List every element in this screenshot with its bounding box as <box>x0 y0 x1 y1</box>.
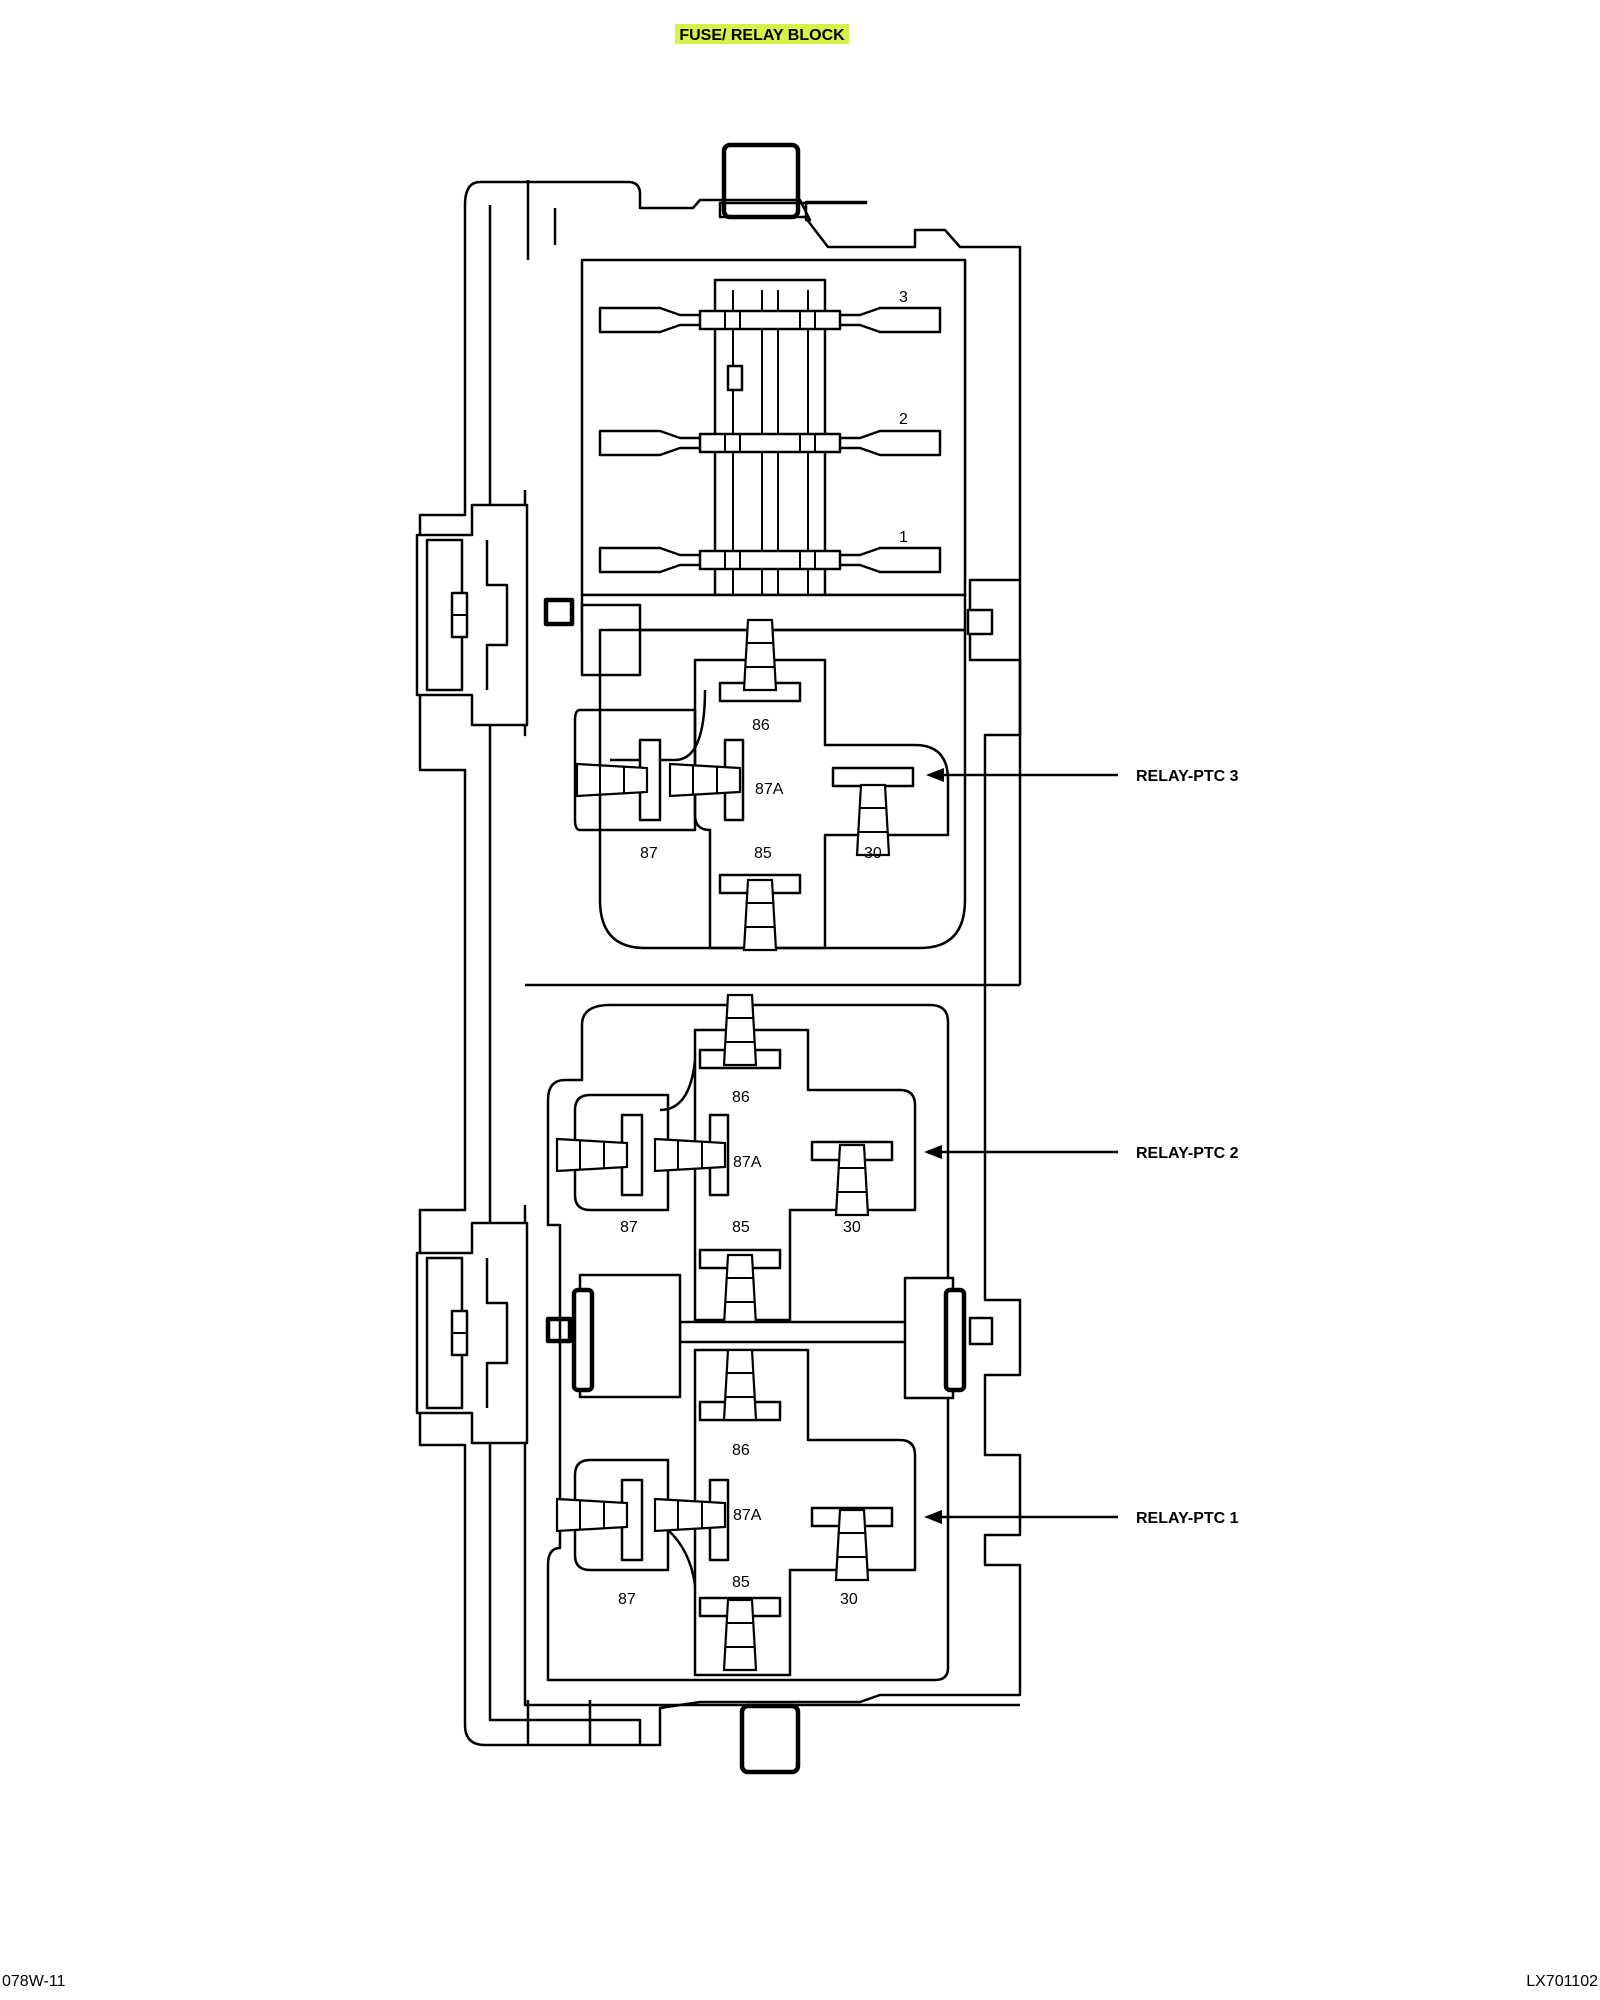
relay-ptc-1-terminal-87a <box>653 1497 727 1533</box>
relay-ptc-2-terminal-85 <box>722 1253 758 1327</box>
relay-ptc-1-body <box>693 1348 917 1677</box>
relay-ptc-1-terminal-85 <box>722 1598 758 1672</box>
relay-ptc-2-terminal-86 <box>722 993 758 1067</box>
callout-relay-ptc-3-label: RELAY-PTC 3 <box>1136 768 1239 785</box>
upper-right-post <box>966 608 994 636</box>
relay-ptc-3-terminal-86 <box>742 618 778 692</box>
relay-ptc-2-label-30: 30 <box>843 1219 861 1236</box>
relay-ptc-1-label-87a: 87A <box>733 1507 762 1524</box>
relay-ptc-2-socket <box>573 1093 670 1212</box>
callout-relay-ptc-3: RELAY-PTC 3 <box>926 768 1239 785</box>
relay-ptc-1-label-30: 30 <box>840 1591 858 1608</box>
relay-ptc-1-curve <box>667 1529 697 1586</box>
relay-ptc-3: 86 87A 87 85 30 <box>573 618 967 952</box>
relay-ptc-3-label-85: 85 <box>754 845 772 862</box>
relay-ptc-1-label-86: 86 <box>732 1442 750 1459</box>
callout-relay-ptc-1-label: RELAY-PTC 1 <box>1136 1510 1239 1527</box>
middle-right-post <box>968 1316 994 1346</box>
fuse-1 <box>598 546 942 574</box>
relay-ptc-3-label-87a: 87A <box>755 781 784 798</box>
callout-relay-ptc-2: RELAY-PTC 2 <box>924 1145 1239 1162</box>
relay-ptc-2-terminal-87 <box>555 1137 629 1173</box>
fuse-panel-left-block <box>580 603 642 677</box>
fuse-bus-marker <box>726 364 744 392</box>
relay-ptc-3-label-30: 30 <box>864 845 882 862</box>
callout-relay-ptc-1: RELAY-PTC 1 <box>924 1510 1239 1527</box>
bottom-tab <box>739 1703 801 1775</box>
relay-ptc-2-terminal-30 <box>834 1143 870 1217</box>
relay-ptc-2-label-85: 85 <box>732 1219 750 1236</box>
relay-ptc-3-terminal-87a <box>668 762 742 798</box>
relay-ptc-1-terminal-30 <box>834 1508 870 1582</box>
fuse-2-label: 2 <box>899 411 908 428</box>
relay-ptc-3-housing <box>598 628 967 950</box>
fuse-1-label: 1 <box>899 529 908 546</box>
relay-ptc-1-terminal-86 <box>722 1348 758 1422</box>
relay-ptc-3-label-86: 86 <box>752 717 770 734</box>
relay-ptc-3-socket <box>573 708 697 832</box>
relay-ptc-2-terminal-87a <box>653 1137 727 1173</box>
relay-ptc-3-curve <box>610 689 707 762</box>
upper-left-post <box>543 597 575 627</box>
center-right-bracket <box>943 1287 967 1393</box>
footer-right-code: LX701102 <box>1526 1973 1598 1990</box>
relay-ptc-2-curve <box>659 1059 697 1112</box>
relay-ptc-3-terminal-87 <box>575 762 649 798</box>
top-tab <box>721 142 801 220</box>
relay-ptc-3-terminal-85 <box>742 878 778 952</box>
relay-ptc-1-label-87: 87 <box>618 1591 636 1608</box>
housing-outer <box>418 180 1022 1747</box>
relay-ptc-2-body <box>693 1028 917 1322</box>
lower-side-clip <box>415 1221 529 1445</box>
lower-relay-housing <box>546 1003 950 1682</box>
relay-ptc-2-label-87a: 87A <box>733 1154 762 1171</box>
relay-ptc-1-terminal-87 <box>555 1497 629 1533</box>
page-title: FUSE/ RELAY BLOCK <box>679 27 845 44</box>
center-left-block <box>578 1273 682 1399</box>
fuse-2 <box>598 429 942 457</box>
upper-side-clip <box>415 503 529 727</box>
fuse-3 <box>598 306 942 334</box>
callout-relay-ptc-2-label: RELAY-PTC 2 <box>1136 1145 1239 1162</box>
title-highlight <box>675 24 849 44</box>
relay-ptc-3-contact-30 <box>831 766 915 788</box>
fuse-3-label: 3 <box>899 289 908 306</box>
relay-ptc-1-socket <box>573 1458 670 1572</box>
relay-ptc-2-label-86: 86 <box>732 1089 750 1106</box>
housing-inner-left <box>488 180 642 1745</box>
relay-ptc-3-label-87: 87 <box>640 845 658 862</box>
relay-ptc-1-label-85: 85 <box>732 1574 750 1591</box>
relay-ptc-2: 86 87A 87 85 30 <box>555 993 917 1327</box>
relay-ptc-1: 86 87A 87 85 30 <box>555 1348 917 1677</box>
relay-ptc-2-label-87: 87 <box>620 1219 638 1236</box>
footer-left-code: 078W-11 <box>2 1973 66 1990</box>
center-link-bar <box>678 1320 912 1344</box>
center-left-bracket <box>571 1287 595 1393</box>
